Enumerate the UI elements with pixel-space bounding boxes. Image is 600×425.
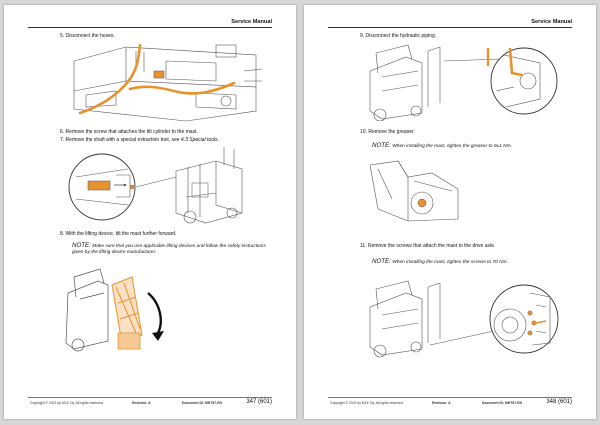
page-header-title: Service Manual (231, 19, 272, 25)
note-label: NOTE: (72, 242, 91, 249)
figure-hydraulic-piping (369, 44, 558, 121)
step-7-text: 7. Remove the shaft with a special extra… (60, 137, 180, 143)
note-greaser: NOTE: When installing the mast, tighten … (372, 142, 578, 150)
header-rule (28, 27, 272, 28)
figure-tilt-mast (65, 268, 164, 352)
figure-greaser (369, 160, 459, 222)
note1-label: NOTE: (372, 142, 391, 149)
note1-text: When installing the mast, tighten the gr… (392, 144, 512, 149)
right-page: Service Manual 9. Disconnect the hydraul… (304, 5, 596, 419)
footer-document-id: Document ID: MHT87-EN (482, 401, 522, 405)
note-screws: NOTE: When installing the mast, tighten … (372, 258, 578, 266)
step-10: 10. Remove the greaser. (360, 129, 415, 135)
footer-rule (328, 397, 572, 398)
footer-page-number: 348 (601) (546, 399, 572, 405)
footer-page-number: 347 (601) (246, 399, 272, 405)
figure-mast-screws (369, 280, 559, 358)
footer-copyright: Copyright © 2022 by MLE Oy. All rights r… (330, 401, 404, 405)
step-8: 8. With the lifting device, tilt the mas… (60, 231, 177, 237)
left-page: Service Manual 5. Disconnect the hoses. … (4, 5, 296, 419)
footer-copyright: Copyright © 2022 by MLE Oy. All rights r… (30, 401, 104, 405)
header-rule (328, 27, 572, 28)
step-6: 6. Remove the screw that attaches the ti… (60, 129, 198, 135)
figure-remove-shaft (68, 147, 243, 224)
step-9: 9. Disconnect the hydraulic piping. (360, 33, 437, 39)
step-11: 11. Remove the screws that attach the ma… (360, 243, 496, 249)
page-header-title: Service Manual (531, 19, 572, 25)
footer-revision: Revision: A (432, 401, 451, 405)
special-tools-link[interactable]: 4.3 Special tools (180, 137, 218, 143)
step-5: 5. Disconnect the hoses. (60, 33, 115, 39)
note2-text: When installing the mast, tighten the sc… (392, 260, 508, 265)
note-text: Make sure that you use applicable liftin… (72, 244, 266, 255)
step-7: 7. Remove the shaft with a special extra… (60, 137, 219, 143)
footer-revision: Revision: A (132, 401, 151, 405)
footer-document-id: Document ID: MHT87-EN (182, 401, 222, 405)
footer-rule (28, 397, 272, 398)
figure-disconnect-hoses (73, 43, 263, 122)
note2-label: NOTE: (372, 258, 391, 265)
note-lifting: NOTE: Make sure that you use applicable … (72, 242, 278, 256)
